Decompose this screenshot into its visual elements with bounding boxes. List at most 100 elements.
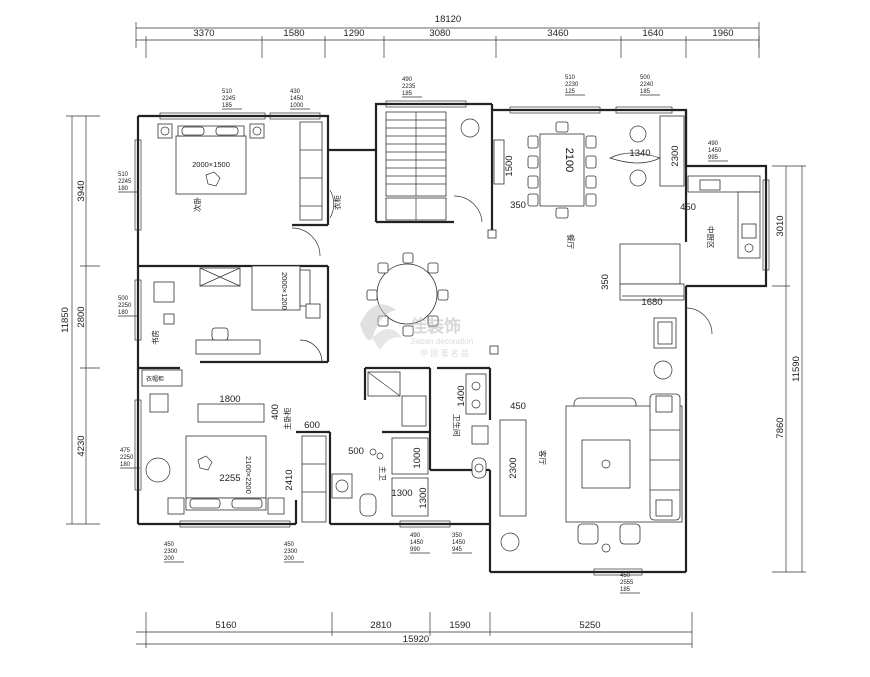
svg-text:995: 995 xyxy=(708,155,719,161)
svg-text:185: 185 xyxy=(640,89,651,95)
shower xyxy=(391,437,429,475)
dim-1500: 1500 xyxy=(504,155,515,176)
svg-text:2555: 2555 xyxy=(620,580,634,586)
dim-450a: 450 xyxy=(680,202,696,213)
master-wardrobe xyxy=(301,435,327,523)
watermark: 佳装饰 Jiaban decoration 中 国 著 名 品 xyxy=(360,304,473,358)
right-seg-2: 7860 xyxy=(775,417,786,438)
svg-text:180: 180 xyxy=(118,186,129,192)
svg-text:185: 185 xyxy=(222,103,233,109)
dim-1340: 1340 xyxy=(629,148,650,159)
svg-text:1450: 1450 xyxy=(708,148,722,154)
vanity xyxy=(465,373,487,415)
bottom-dimension-chain: 5160 2810 1590 5250 15920 xyxy=(136,612,693,648)
svg-text:490: 490 xyxy=(402,77,413,83)
top-seg-4: 3080 xyxy=(429,28,450,39)
svg-text:2245: 2245 xyxy=(118,179,132,185)
svg-text:2300: 2300 xyxy=(164,549,178,555)
study-desk xyxy=(195,339,261,355)
windows xyxy=(134,100,770,576)
master-bath-label: 主卫 xyxy=(378,466,388,481)
stair-cabinet xyxy=(385,111,497,239)
svg-text:450: 450 xyxy=(620,573,631,579)
dim-400: 400 xyxy=(270,404,281,420)
right-overall-dim: 11590 xyxy=(791,356,802,382)
lounge-chair xyxy=(145,457,171,483)
svg-text:475: 475 xyxy=(120,448,131,454)
cabinet-unit xyxy=(619,243,681,285)
closet-label: 衣柜 xyxy=(332,195,342,210)
left-seg-1: 3940 xyxy=(76,180,87,201)
svg-text:990: 990 xyxy=(410,547,421,553)
svg-text:1450: 1450 xyxy=(290,96,304,102)
brand-logo-icon xyxy=(360,304,396,341)
svg-text:185: 185 xyxy=(402,91,413,97)
master-bed-size: 2100×2200 xyxy=(244,456,253,494)
svg-text:180: 180 xyxy=(120,462,131,468)
dim-1000: 1000 xyxy=(412,447,423,468)
walls xyxy=(136,102,768,574)
tv-cabinet xyxy=(499,419,527,517)
dim-350a: 350 xyxy=(510,200,526,211)
bottom-seg-3: 1590 xyxy=(449,620,470,631)
svg-text:200: 200 xyxy=(164,556,175,562)
dim-1300b: 1300 xyxy=(418,487,429,508)
left-seg-3: 4230 xyxy=(76,435,87,456)
svg-text:945: 945 xyxy=(452,547,463,553)
top-seg-7: 1960 xyxy=(712,28,733,39)
svg-text:2235: 2235 xyxy=(402,84,416,90)
dining-table xyxy=(539,133,585,207)
bottom-seg-4: 5250 xyxy=(579,620,600,631)
top-seg-1: 3370 xyxy=(193,28,214,39)
svg-text:510: 510 xyxy=(222,89,233,95)
right-dimension-chain: 3010 7860 11590 xyxy=(772,165,806,573)
dim-1800: 1800 xyxy=(219,394,240,405)
left-overall-dim: 11850 xyxy=(60,307,71,333)
svg-text:200: 200 xyxy=(284,556,295,562)
bedroom-2-label: 次卧 xyxy=(192,197,202,212)
living-label: 客厅 xyxy=(538,450,548,465)
watermark-sub: Jiaban decoration xyxy=(410,337,473,346)
dim-1680: 1680 xyxy=(641,297,662,308)
top-seg-3: 1290 xyxy=(343,28,364,39)
kitchen-label: 中厨区 xyxy=(706,226,716,249)
svg-text:1450: 1450 xyxy=(410,540,424,546)
study-label: 书房 xyxy=(150,330,160,345)
svg-text:2250: 2250 xyxy=(118,303,132,309)
svg-text:2245: 2245 xyxy=(222,96,236,102)
svg-text:185: 185 xyxy=(620,587,631,593)
bedroom-2: 2000×1500 次卧 衣柜 xyxy=(157,121,342,257)
top-seg-6: 1640 xyxy=(642,28,663,39)
dining-label: 餐厅 xyxy=(566,234,575,249)
svg-text:1000: 1000 xyxy=(290,103,304,109)
bottom-seg-2: 2810 xyxy=(370,620,391,631)
wardrobe xyxy=(299,121,323,221)
watermark-slogan: 中 国 著 名 品 xyxy=(420,348,469,358)
svg-text:490: 490 xyxy=(410,533,421,539)
left-seg-2: 2800 xyxy=(76,306,87,327)
master-tv-cabinet xyxy=(197,403,265,423)
sideboard xyxy=(493,139,505,185)
bottom-seg-1: 5160 xyxy=(215,620,236,631)
top-seg-5: 3460 xyxy=(547,28,568,39)
svg-text:450: 450 xyxy=(164,542,175,548)
sofa xyxy=(649,393,681,521)
top-dimension-chain: 18120 3370 1580 1290 3080 3460 1640 1960 xyxy=(135,14,760,58)
living-room: 450 2300 客厅 xyxy=(499,307,713,553)
dim-1300a: 1300 xyxy=(391,488,412,499)
bed xyxy=(175,135,247,195)
svg-text:450: 450 xyxy=(284,542,295,548)
top-seg-2: 1580 xyxy=(283,28,304,39)
dim-350b: 350 xyxy=(600,274,611,290)
right-seg-1: 3010 xyxy=(775,215,786,236)
study-bed xyxy=(251,265,301,311)
bottom-overall-dim: 15920 xyxy=(403,634,429,645)
study-bed-size: 2000×1200 xyxy=(280,272,289,310)
dim-2300a: 2300 xyxy=(670,145,681,166)
svg-text:510: 510 xyxy=(565,75,576,81)
svg-text:500: 500 xyxy=(118,296,129,302)
svg-text:510: 510 xyxy=(118,172,129,178)
bed-2-size: 2000×1500 xyxy=(192,160,230,169)
